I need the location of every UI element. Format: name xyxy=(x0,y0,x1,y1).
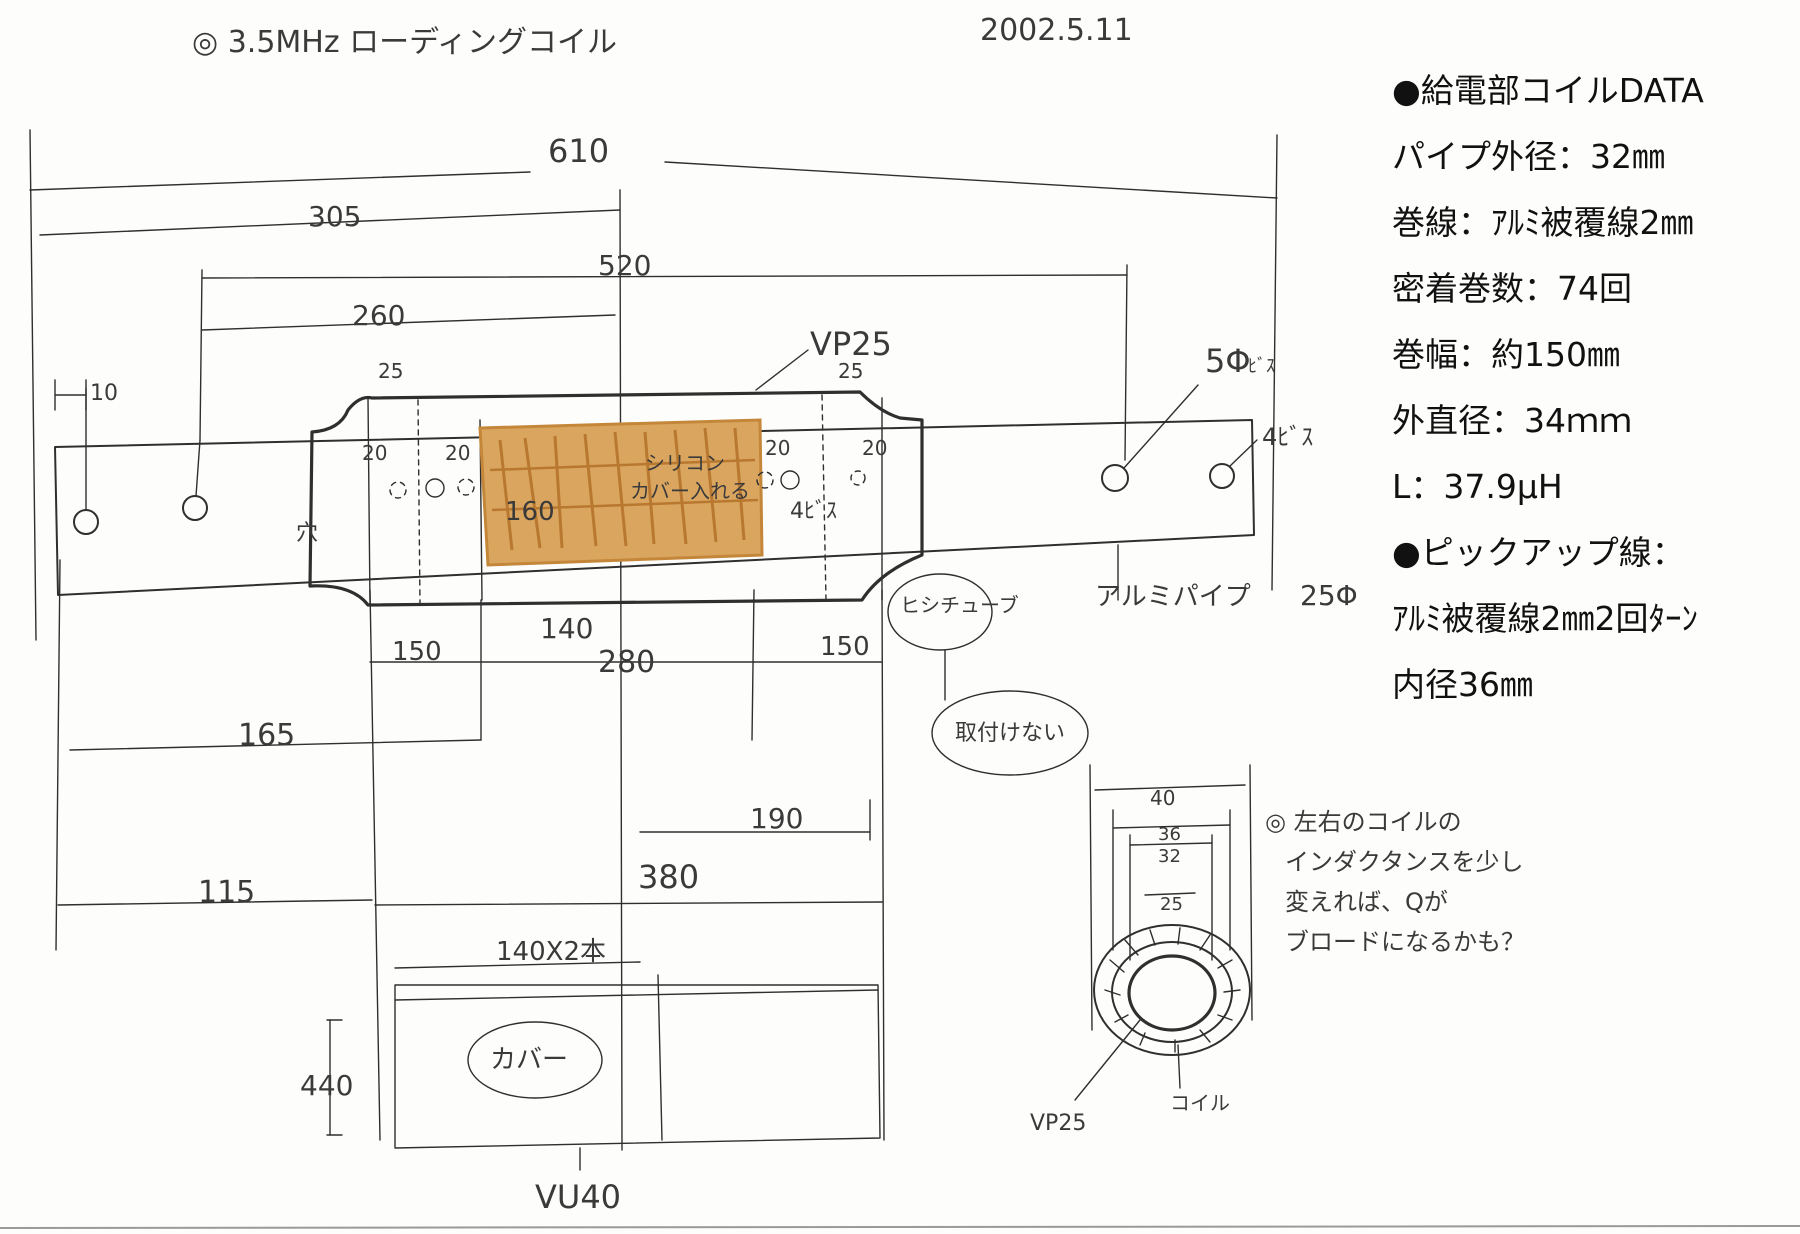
label-alu-pipe-dia: 25Φ xyxy=(1300,579,1358,612)
drawing-date: 2002.5.11 xyxy=(980,13,1133,48)
coil-data-panel: ●給電部コイルDATA パイプ外径：32㎜ 巻線：ｱﾙﾐ被覆線2㎜ 密着巻数：7… xyxy=(1392,58,1792,718)
note-line-4: ブロードになるかも？ xyxy=(1285,928,1525,956)
drawing-labels: VP25 5Φ ﾋﾞｽ 4ﾋﾞｽ 4ﾋﾞｽ シリコン カバー入れる 穴 アルミパ… xyxy=(296,325,1525,1216)
cross-section-texts: 40 36 32 25 xyxy=(1150,786,1183,915)
dimension-texts: 610 305 520 260 10 25 25 20 20 20 20 160… xyxy=(90,132,887,1102)
cross-section xyxy=(1074,764,1253,1101)
not-attached-bubble xyxy=(931,690,1089,776)
aluminium-pipe xyxy=(54,419,1255,596)
data-line-5: 巻幅：約150㎜ xyxy=(1392,335,1620,374)
data-line-8: ●ピックアップ線： xyxy=(1392,533,1685,572)
dimension-lines xyxy=(29,161,1278,1136)
dim-260: 260 xyxy=(352,299,405,332)
data-line-3: 巻線：ｱﾙﾐ被覆線2㎜ xyxy=(1392,203,1694,242)
label-coil: コイル xyxy=(1170,1091,1230,1115)
label-5-phi: 5Φ xyxy=(1205,342,1251,380)
dim-20-c: 20 xyxy=(765,436,790,460)
label-silicone: シリコン xyxy=(645,451,725,475)
label-4-screw-right: 4ﾋﾞｽ xyxy=(1262,423,1313,451)
dim-10: 10 xyxy=(90,381,118,406)
label-vp25-top: VP25 xyxy=(810,325,892,363)
drawing-title: ◎ 3.5MHz ローディングコイル xyxy=(192,25,617,60)
dim-610: 610 xyxy=(548,132,609,170)
extension-lines xyxy=(29,129,1278,1151)
label-hole-mark: 穴 xyxy=(296,521,318,546)
dim-280: 280 xyxy=(598,645,655,680)
data-line-1: ●給電部コイルDATA xyxy=(1392,71,1704,110)
dim-25-right: 25 xyxy=(838,359,863,383)
heat-tube-bubble xyxy=(887,573,993,651)
xs-dim-25: 25 xyxy=(1160,894,1183,915)
dim-150-right: 150 xyxy=(820,632,870,662)
dim-140x2: 140X2本 xyxy=(496,937,606,967)
cover-bubble xyxy=(467,1021,603,1099)
dim-520: 520 xyxy=(598,249,651,282)
dim-305: 305 xyxy=(308,200,361,233)
data-line-7: L：37.9μH xyxy=(1392,467,1563,506)
dim-440: 440 xyxy=(300,1069,353,1102)
data-line-6: 外直径：34ｍｍ xyxy=(1392,401,1632,440)
note-line-1: ◎ 左右のコイルの xyxy=(1265,808,1462,836)
note-line-3: 変えれば、Qが xyxy=(1285,888,1448,916)
dim-165: 165 xyxy=(238,718,295,753)
data-line-10: 内径36㎜ xyxy=(1392,665,1533,704)
dim-25-left: 25 xyxy=(378,359,403,383)
label-alu-pipe: アルミパイプ xyxy=(1095,582,1251,612)
label-heat-tube: ヒシチューブ xyxy=(900,593,1019,617)
dim-150-left: 150 xyxy=(392,637,442,667)
note-line-2: インダクタンスを少し xyxy=(1285,848,1524,876)
xs-dim-40: 40 xyxy=(1150,786,1175,810)
data-line-4: 密着巻数：74回 xyxy=(1392,269,1632,308)
dim-115: 115 xyxy=(198,875,255,910)
dim-140: 140 xyxy=(540,612,593,645)
label-vp25-bottom: VP25 xyxy=(1030,1111,1086,1136)
dim-20-a: 20 xyxy=(362,441,387,465)
label-not-attached: 取付けない xyxy=(955,721,1065,746)
label-cover: カバー xyxy=(490,1045,568,1075)
vu40-cover xyxy=(394,984,881,1149)
label-5-phi-note: ﾋﾞｽ xyxy=(1248,356,1275,377)
label-4-screw-center: 4ﾋﾞｽ xyxy=(790,499,837,524)
xs-dim-32: 32 xyxy=(1158,846,1181,867)
xs-dim-36: 36 xyxy=(1158,824,1181,845)
dim-20-d: 20 xyxy=(862,436,887,460)
data-line-2: パイプ外径：32㎜ xyxy=(1392,137,1665,176)
coil-winding xyxy=(478,418,764,567)
dim-20-b: 20 xyxy=(445,441,470,465)
dim-380: 380 xyxy=(638,858,699,896)
data-line-9: ｱﾙﾐ被覆線2㎜2回ﾀｰﾝ xyxy=(1392,599,1698,638)
label-vu40: VU40 xyxy=(535,1178,621,1216)
vp25-sleeve xyxy=(308,390,924,607)
dim-190: 190 xyxy=(750,802,803,835)
dim-160: 160 xyxy=(505,497,555,527)
label-silicone-cover: カバー入れる xyxy=(630,479,750,503)
